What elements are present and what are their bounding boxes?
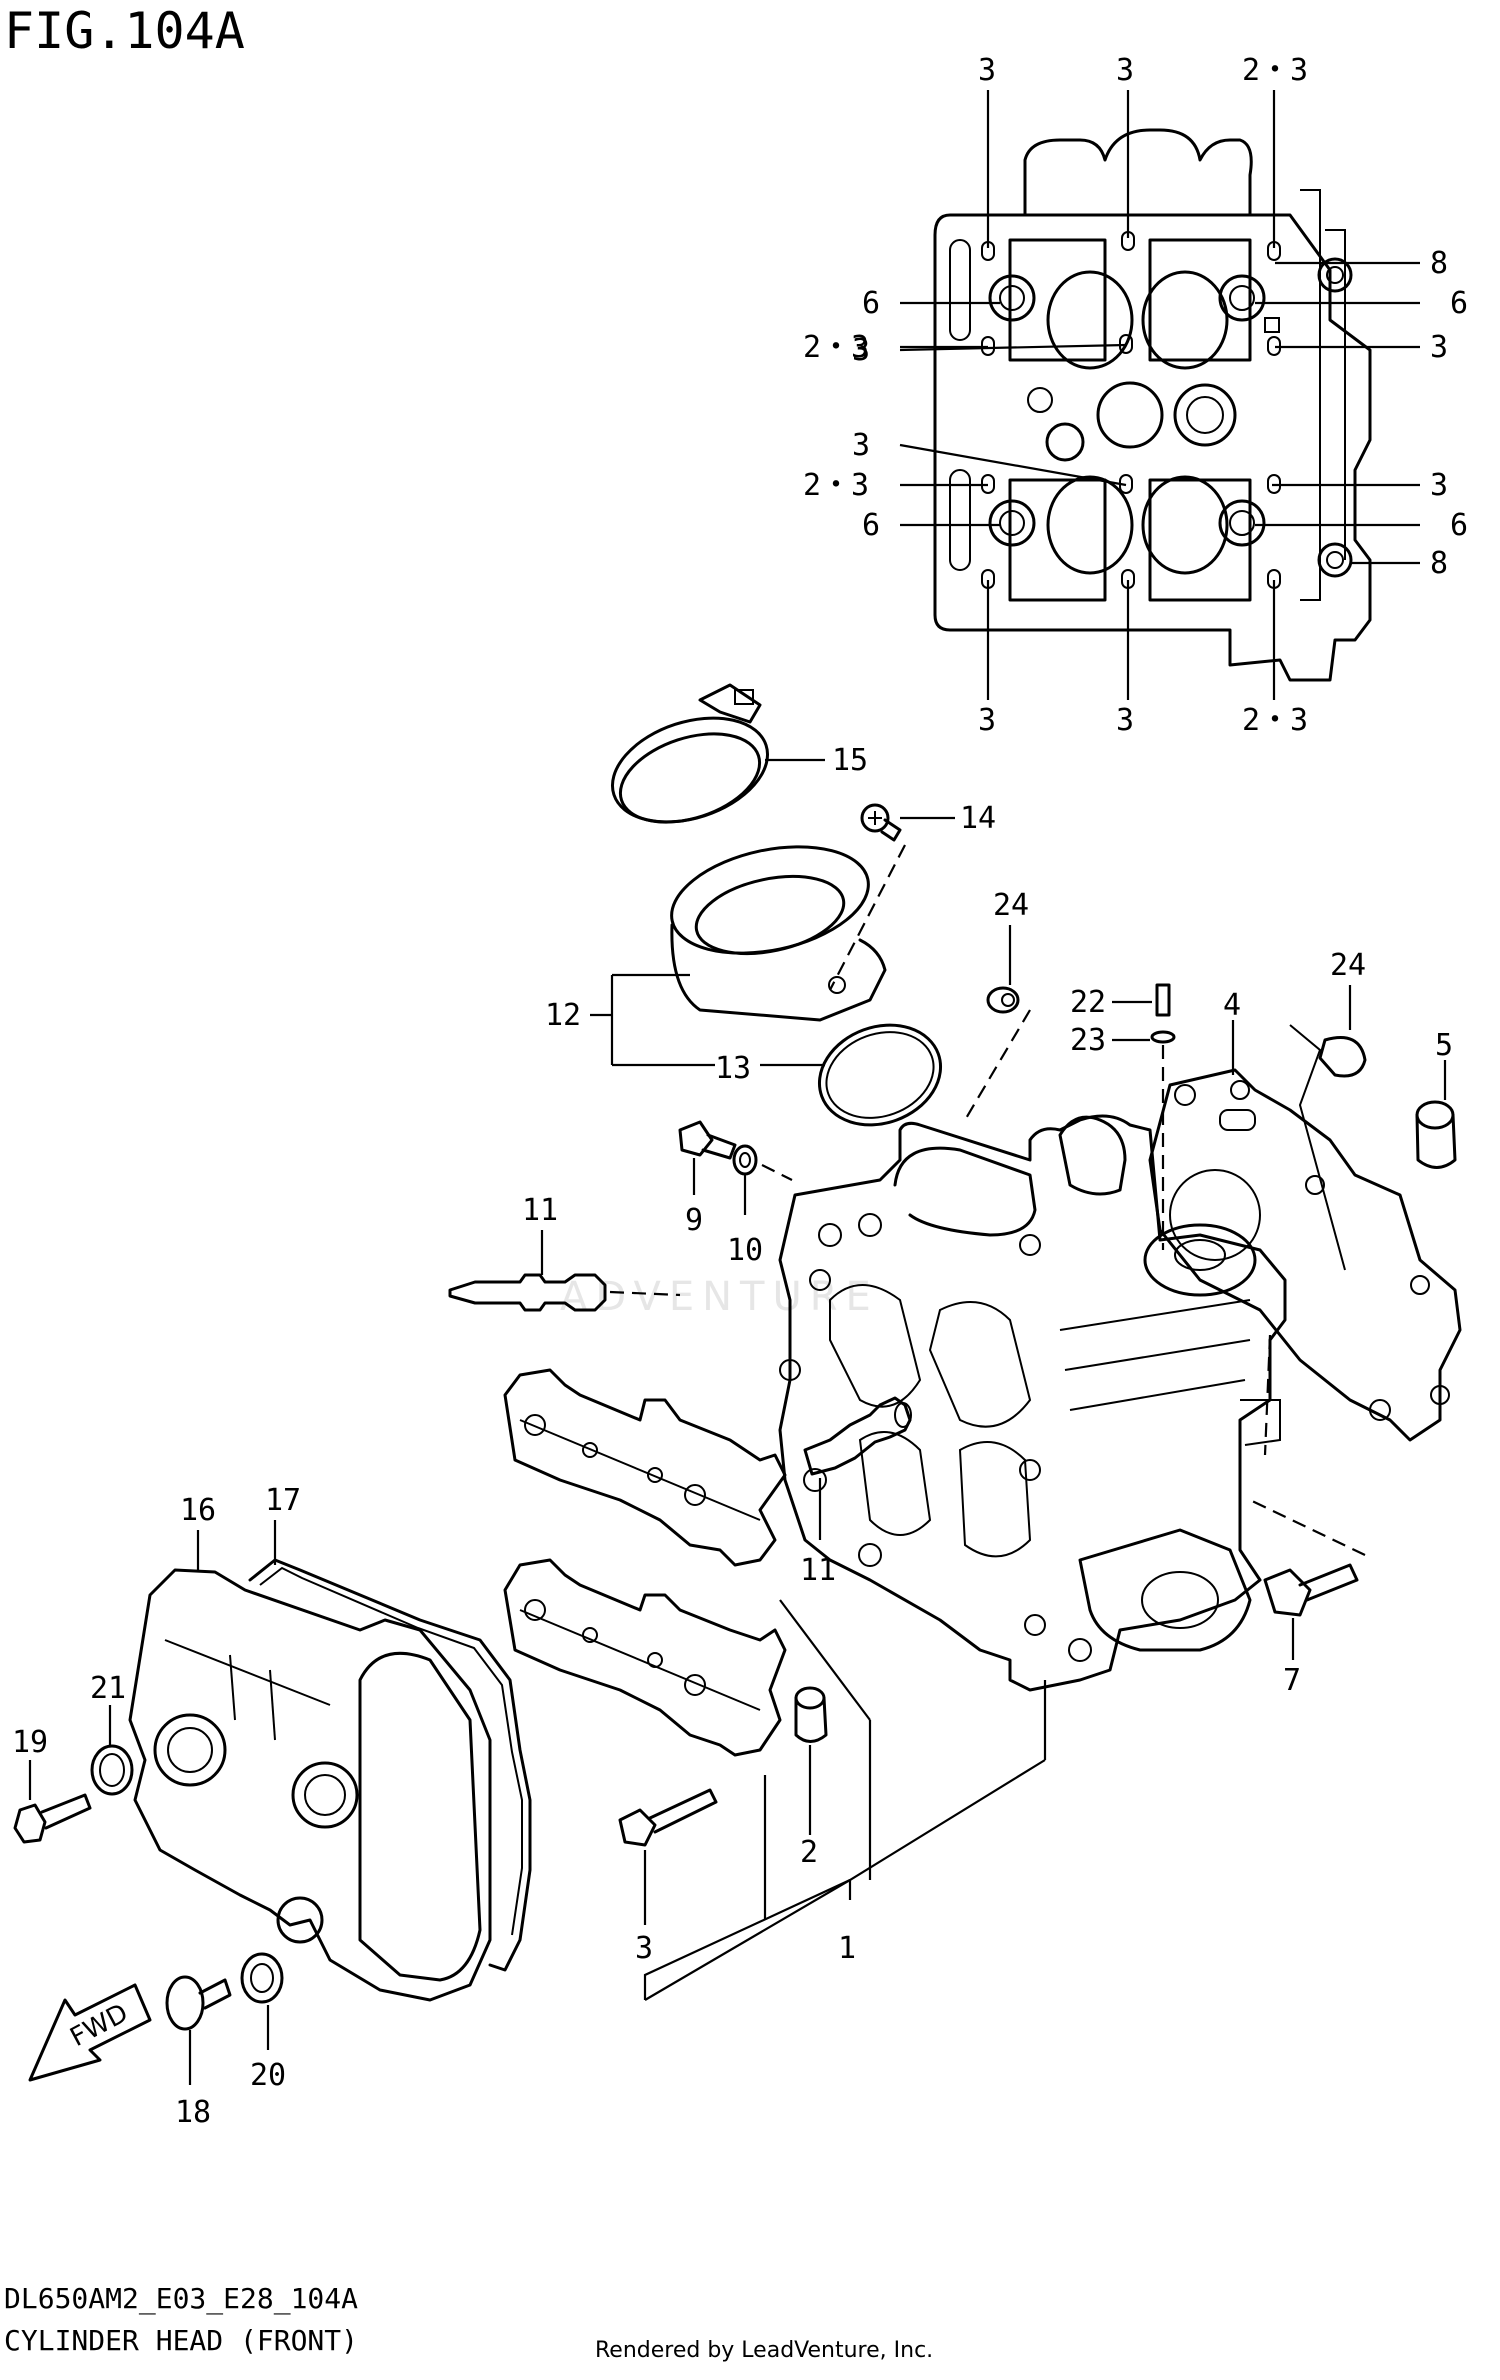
bolt-19 bbox=[13, 1760, 92, 1844]
callout-r-6a: 6 bbox=[1450, 286, 1468, 321]
o-ring-13 bbox=[760, 1023, 943, 1127]
fwd-arrow-icon: FWD bbox=[28, 1983, 152, 2082]
head-cover-16 bbox=[128, 1530, 492, 2002]
callout-18: 18 bbox=[175, 2095, 211, 2130]
callout-19: 19 bbox=[12, 1725, 48, 1760]
callout-l-2-3a: 2・3 bbox=[803, 330, 869, 365]
credit-text: Rendered by LeadVenture, Inc. bbox=[595, 2338, 933, 2363]
callout-4: 4 bbox=[1223, 988, 1241, 1023]
callout-15: 15 bbox=[832, 743, 868, 778]
intake-pipe-12 bbox=[590, 845, 887, 1067]
callout-10: 10 bbox=[727, 1233, 763, 1268]
callout-r-3b: 3 bbox=[1430, 468, 1448, 503]
callout-3: 3 bbox=[635, 1931, 653, 1966]
callout-24a: 24 bbox=[993, 888, 1029, 923]
bolt-18 bbox=[165, 1975, 232, 2085]
intake-clamp-15 bbox=[610, 683, 825, 824]
callout-top-3b: 3 bbox=[1116, 53, 1134, 88]
plug-24b bbox=[1289, 985, 1367, 1271]
screw-14 bbox=[829, 803, 955, 991]
callout-l-6b: 6 bbox=[862, 508, 880, 543]
callout-1: 1 bbox=[838, 1931, 856, 1966]
washer-20 bbox=[240, 1952, 284, 2050]
callout-23: 23 bbox=[1070, 1023, 1106, 1058]
callout-17: 17 bbox=[265, 1483, 301, 1518]
cylinder-head-gasket-4 bbox=[1148, 1020, 1462, 1442]
dowel-pin-2 bbox=[794, 1686, 828, 1835]
callout-7: 7 bbox=[1283, 1663, 1301, 1698]
camshaft-housing-lower bbox=[503, 1558, 787, 1757]
callout-r-6b: 6 bbox=[1450, 508, 1468, 543]
callout-l-6a: 6 bbox=[862, 286, 880, 321]
callout-14: 14 bbox=[960, 801, 996, 836]
spark-plug-11a bbox=[448, 1230, 681, 1312]
callout-12: 12 bbox=[545, 998, 581, 1033]
figure-id: FIG.104A bbox=[4, 2, 245, 60]
camshaft-housing-upper bbox=[503, 1368, 787, 1567]
callout-r-8b: 8 bbox=[1430, 546, 1448, 581]
callout-l-3a: 3 bbox=[852, 333, 870, 368]
callout-r-3a: 3 bbox=[1430, 330, 1448, 365]
washer-10 bbox=[732, 1144, 793, 1215]
callout-11a: 11 bbox=[522, 1193, 558, 1228]
cylinder-head-top-view bbox=[899, 90, 1420, 700]
sensor-22-washer-23 bbox=[1112, 983, 1176, 1250]
diagram-caption: CYLINDER HEAD (FRONT) bbox=[4, 2324, 358, 2357]
callout-9: 9 bbox=[685, 1203, 703, 1238]
callout-l-2-3b: 2・3 bbox=[803, 468, 869, 503]
callout-labels: 3 3 2・3 8 6 3 3 6 8 6 2・3 3 3 2・3 6 3 3 … bbox=[12, 53, 1468, 2130]
callout-13: 13 bbox=[715, 1051, 751, 1086]
grommet-21 bbox=[90, 1705, 134, 1796]
watermark-text: ADVENTURE bbox=[560, 1274, 879, 1320]
spark-plug-11b bbox=[803, 1396, 912, 1540]
callout-2: 2 bbox=[800, 1835, 818, 1870]
callout-24b: 24 bbox=[1330, 948, 1366, 983]
head-cover-gasket-17 bbox=[248, 1520, 532, 1972]
callout-21: 21 bbox=[90, 1671, 126, 1706]
callout-bot-3b: 3 bbox=[1116, 703, 1134, 738]
bolt-9 bbox=[678, 1120, 737, 1195]
dowel-pin-5 bbox=[1415, 1060, 1457, 1169]
callout-11b: 11 bbox=[800, 1553, 836, 1588]
callout-bot-3a: 3 bbox=[978, 703, 996, 738]
callout-22: 22 bbox=[1070, 985, 1106, 1020]
callout-16: 16 bbox=[180, 1493, 216, 1528]
callout-r-8a: 8 bbox=[1430, 246, 1448, 281]
bolt-7 bbox=[1249, 1334, 1366, 1660]
plug-24a bbox=[964, 925, 1031, 1121]
callout-5: 5 bbox=[1435, 1028, 1453, 1063]
callout-l-3b: 3 bbox=[852, 428, 870, 463]
callout-top-2-3: 2・3 bbox=[1242, 53, 1308, 88]
part-1-leader bbox=[643, 1599, 1046, 2001]
drawing-code: DL650AM2_E03_E28_104A bbox=[4, 2282, 358, 2316]
callout-top-3a: 3 bbox=[978, 53, 996, 88]
bolt-3 bbox=[618, 1788, 718, 1925]
callout-bot-2-3: 2・3 bbox=[1242, 703, 1308, 738]
cylinder-head-1 bbox=[778, 1114, 1287, 1760]
callout-20: 20 bbox=[250, 2058, 286, 2093]
